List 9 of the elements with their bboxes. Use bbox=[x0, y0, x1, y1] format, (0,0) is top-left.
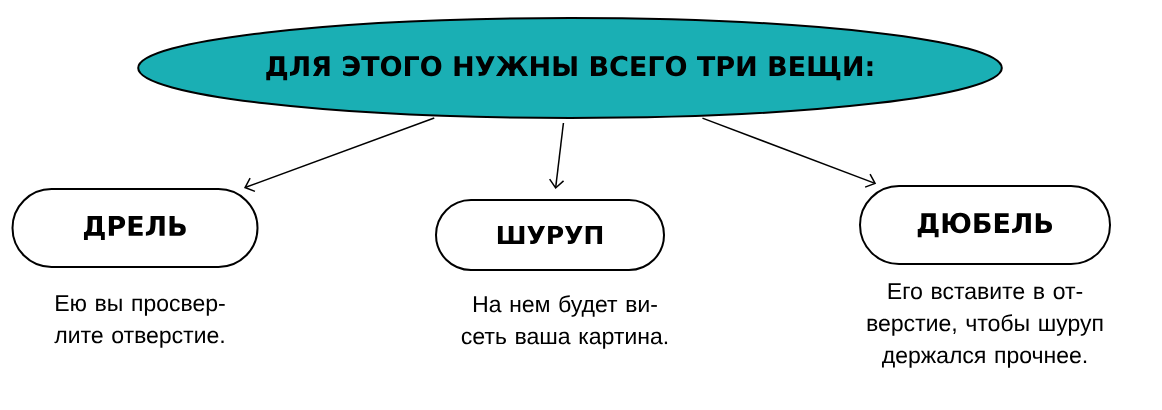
arrow bbox=[548, 122, 565, 190]
arrow bbox=[701, 117, 877, 188]
caption-text: Его вставите в от- верстие, чтобы шуруп держался прочнее. bbox=[867, 283, 1103, 368]
pill-box: ДРЕЛЬ bbox=[11, 188, 259, 268]
arrow bbox=[243, 117, 435, 193]
caption-text: На нем будет ви- сеть ваша картина. bbox=[461, 295, 668, 349]
pill-box: ШУРУП bbox=[435, 199, 665, 271]
pill-box: ДЮБЕЛЬ bbox=[859, 185, 1111, 265]
caption-text: Ею вы просвер- лите отверстие. bbox=[54, 295, 225, 348]
